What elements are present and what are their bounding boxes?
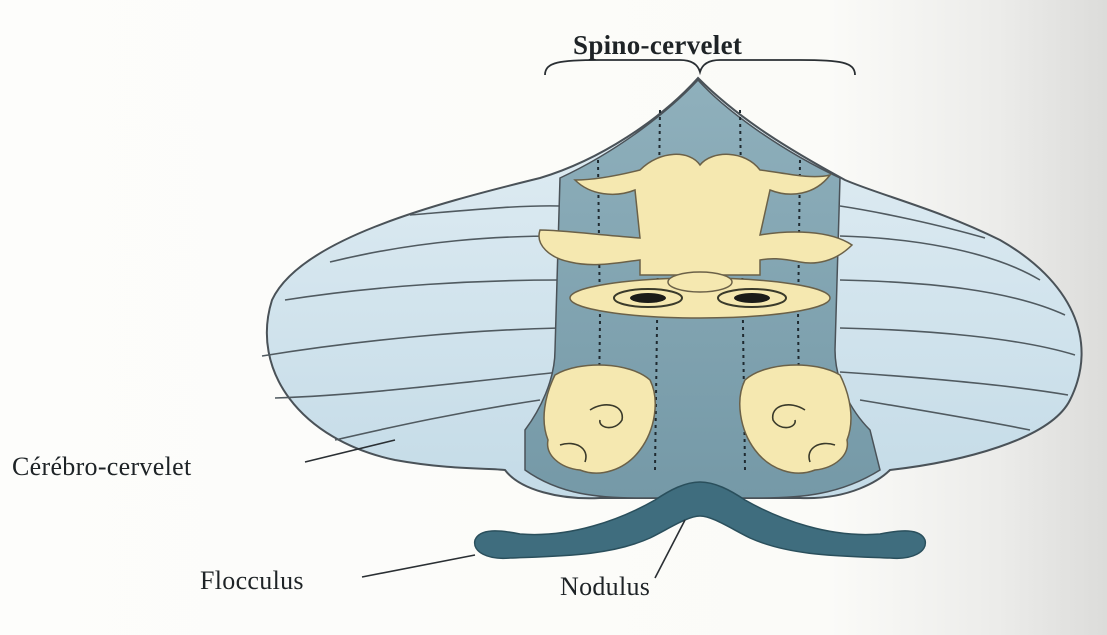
- flocculonodular-lobe: [475, 482, 926, 558]
- spino-cervelet-brace: [545, 60, 855, 75]
- nodulus-label: Nodulus: [560, 572, 650, 602]
- flocculus-label: Flocculus: [200, 566, 304, 596]
- cerebro-cervelet-label: Cérébro-cervelet: [12, 452, 191, 482]
- spino-cervelet-label: Spino-cervelet: [573, 30, 742, 61]
